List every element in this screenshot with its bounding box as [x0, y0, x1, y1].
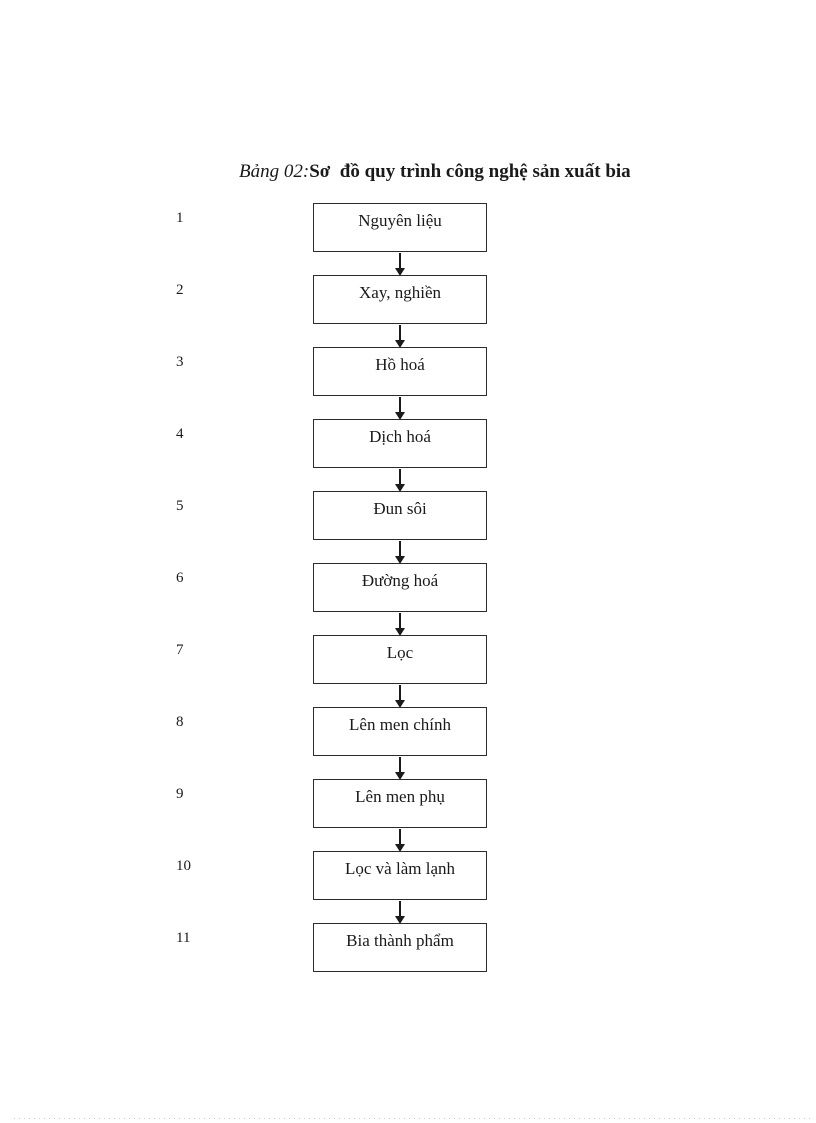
- down-arrow-icon: [395, 253, 405, 276]
- process-box-label: Lọc và làm lạnh: [345, 859, 455, 878]
- process-box-label: Lên men phụ: [355, 787, 445, 806]
- arrow-line: [399, 253, 401, 268]
- process-box: Lọc và làm lạnh: [313, 829, 487, 900]
- process-box: Nguyên liệu: [313, 203, 487, 252]
- arrow-head: [395, 340, 405, 348]
- arrow-line: [399, 613, 401, 628]
- process-box: Hồ hoá: [313, 325, 487, 396]
- flowchart-row: 3 Hồ hoá: [0, 325, 816, 396]
- process-box: Lên men chính: [313, 685, 487, 756]
- arrow-head: [395, 484, 405, 492]
- flowchart-row: 11 Bia thành phẩm: [0, 901, 816, 972]
- step-number: 11: [176, 930, 191, 946]
- step-number: 6: [176, 570, 184, 586]
- flowchart-row: 2 Xay, nghiền: [0, 253, 816, 324]
- process-box: Xay, nghiền: [313, 253, 487, 324]
- process-box: Đun sôi: [313, 469, 487, 540]
- down-arrow-icon: [395, 685, 405, 708]
- page-bottom-divider: [14, 1118, 810, 1119]
- process-box-label: Lên men chính: [349, 715, 451, 734]
- arrow-head: [395, 268, 405, 276]
- flowchart-row: 7 Lọc: [0, 613, 816, 684]
- process-box: Lên men phụ: [313, 757, 487, 828]
- flowchart-row: 6 Đường hoá: [0, 541, 816, 612]
- process-box-label: Dịch hoá: [369, 427, 431, 446]
- down-arrow-icon: [395, 613, 405, 636]
- down-arrow-icon: [395, 541, 405, 564]
- process-box: Lọc: [313, 613, 487, 684]
- arrow-line: [399, 469, 401, 484]
- step-number: 5: [176, 498, 184, 514]
- flowchart: 1 Nguyên liệu 2 Xay, nghiền 3 Hồ hoá 4: [0, 203, 816, 995]
- step-number: 1: [176, 210, 184, 226]
- process-box-label: Đun sôi: [373, 499, 427, 518]
- arrow-line: [399, 397, 401, 412]
- process-box-label: Đường hoá: [361, 571, 439, 590]
- arrow-line: [399, 901, 401, 916]
- process-box: Bia thành phẩm: [313, 901, 487, 972]
- arrow-head: [395, 556, 405, 564]
- step-number: 8: [176, 714, 184, 730]
- arrow-head: [395, 412, 405, 420]
- down-arrow-icon: [395, 901, 405, 924]
- flowchart-row: 1 Nguyên liệu: [0, 203, 816, 252]
- arrow-line: [399, 541, 401, 556]
- process-box: Đường hoá: [313, 541, 487, 612]
- down-arrow-icon: [395, 757, 405, 780]
- arrow-line: [399, 829, 401, 844]
- flowchart-row: 9 Lên men phụ: [0, 757, 816, 828]
- arrow-head: [395, 628, 405, 636]
- down-arrow-icon: [395, 469, 405, 492]
- process-box-label: Nguyên liệu: [358, 211, 442, 230]
- page-title: Bảng 02:Sơ đồ quy trình công nghệ sản xu…: [220, 133, 631, 211]
- title-table-label: Bảng 02:: [239, 161, 310, 182]
- process-box-label: Hồ hoá: [375, 355, 425, 374]
- down-arrow-icon: [395, 397, 405, 420]
- arrow-line: [399, 685, 401, 700]
- arrow-head: [395, 772, 405, 780]
- arrow-head: [395, 844, 405, 852]
- step-number: 9: [176, 786, 184, 802]
- down-arrow-icon: [395, 829, 405, 852]
- arrow-head: [395, 916, 405, 924]
- flowchart-row: 4 Dịch hoá: [0, 397, 816, 468]
- title-text: Sơ đồ quy trình công nghệ sản xuất bia: [309, 161, 631, 182]
- step-number: 4: [176, 426, 184, 442]
- process-box-label: Bia thành phẩm: [346, 931, 454, 950]
- arrow-head: [395, 700, 405, 708]
- arrow-line: [399, 325, 401, 340]
- flowchart-row: 8 Lên men chính: [0, 685, 816, 756]
- process-box: Dịch hoá: [313, 397, 487, 468]
- flowchart-row: 10 Lọc và làm lạnh: [0, 829, 816, 900]
- step-number: 7: [176, 642, 184, 658]
- process-box-label: Lọc: [386, 643, 414, 662]
- step-number: 2: [176, 282, 184, 298]
- flowchart-row: 5 Đun sôi: [0, 469, 816, 540]
- process-box-label: Xay, nghiền: [359, 283, 441, 302]
- step-number: 10: [176, 858, 191, 874]
- arrow-line: [399, 757, 401, 772]
- step-number: 3: [176, 354, 184, 370]
- down-arrow-icon: [395, 325, 405, 348]
